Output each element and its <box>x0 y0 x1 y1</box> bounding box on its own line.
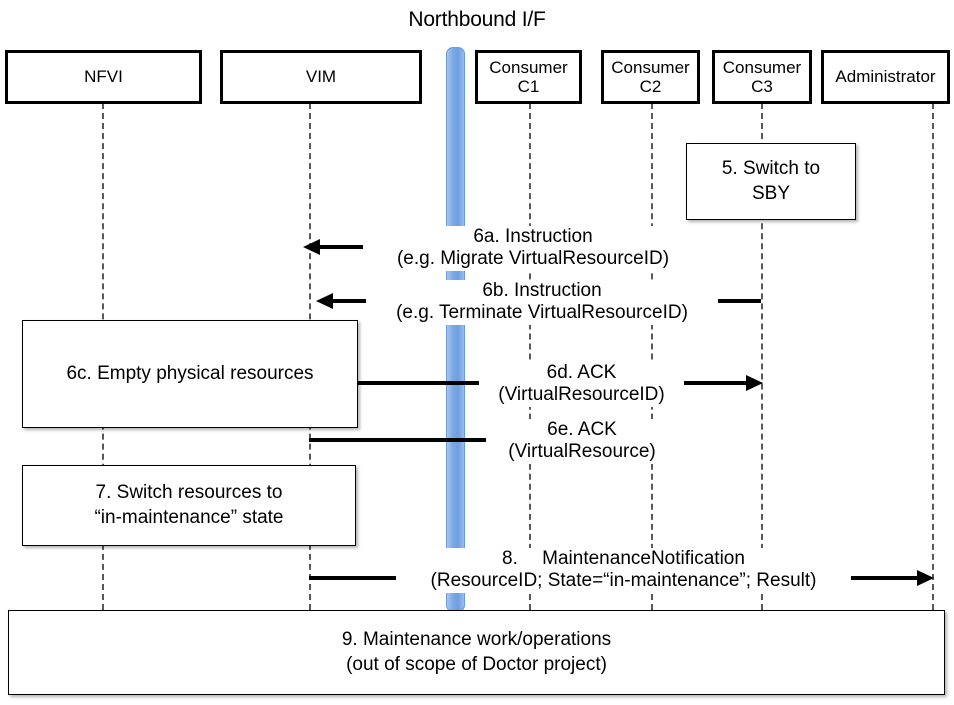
message-label-6b: 6b. Instruction (e.g. Terminate VirtualR… <box>366 280 718 325</box>
message-label-6e: 6e. ACK (VirtualResource) <box>486 419 678 464</box>
actor-label-consumer-c1-line1: Consumer <box>489 57 568 77</box>
actor-box-vim[interactable]: VIM <box>220 50 422 104</box>
lifeline-c1 <box>529 103 531 610</box>
message-label-6a-line1: 6a. Instruction <box>363 226 703 249</box>
note-box-switch-to-sby[interactable]: 5. Switch to SBY <box>686 143 856 220</box>
message-label-6e-line2: (VirtualResource) <box>486 441 678 464</box>
actor-label-consumer-c3-line1: Consumer <box>722 57 802 77</box>
message-label-6a-line2: (e.g. Migrate VirtualResourceID) <box>363 248 703 271</box>
message-arrowhead-8 <box>917 570 934 586</box>
note-empty-physical-resources-text: 6c. Empty physical resources <box>66 362 314 384</box>
actor-box-consumer-c2[interactable]: Consumer C2 <box>601 50 700 104</box>
message-label-6d-line1: 6d. ACK <box>479 362 684 385</box>
note-switch-to-sby-line1: 5. Switch to <box>721 157 821 179</box>
message-label-8-line1: 8. MaintenanceNotification <box>396 548 851 571</box>
lifeline-c2 <box>651 103 653 610</box>
actor-box-consumer-c1[interactable]: Consumer C1 <box>475 50 582 104</box>
note-box-maintenance-work[interactable]: 9. Maintenance work/operations (out of s… <box>8 610 945 695</box>
note-switch-resources-line2: “in-maintenance” state <box>94 506 284 528</box>
actor-label-consumer-c2-line1: Consumer <box>611 57 690 77</box>
note-maintenance-work-line2: (out of scope of Doctor project) <box>346 653 607 675</box>
note-maintenance-work-line1: 9. Maintenance work/operations <box>341 628 612 650</box>
note-switch-to-sby-line2: SBY <box>751 182 791 204</box>
message-label-6a: 6a. Instruction (e.g. Migrate VirtualRes… <box>363 226 703 271</box>
message-label-8: 8. MaintenanceNotification (ResourceID; … <box>396 548 851 593</box>
lifeline-c3 <box>761 103 763 610</box>
actor-label-administrator: Administrator <box>835 67 936 87</box>
message-arrowhead-6b <box>316 293 333 309</box>
northbound-interface-bar <box>446 47 465 612</box>
message-label-6e-line1: 6e. ACK <box>486 419 678 442</box>
actor-label-consumer-c2-line2: C2 <box>639 77 662 96</box>
note-box-empty-physical-resources[interactable]: 6c. Empty physical resources <box>22 320 358 428</box>
message-label-8-line2: (ResourceID; State=“in-maintenance”; Res… <box>396 570 851 593</box>
actor-label-consumer-c1-line2: C1 <box>517 77 540 96</box>
page-title: Northbound I/F <box>408 8 546 31</box>
message-label-6b-line2: (e.g. Terminate VirtualResourceID) <box>366 302 718 325</box>
message-arrowhead-6d <box>746 375 763 391</box>
actor-box-nfvi[interactable]: NFVI <box>5 50 202 104</box>
message-label-6b-line1: 6b. Instruction <box>366 280 718 303</box>
actor-label-vim: VIM <box>305 67 337 87</box>
message-arrowhead-6a <box>303 239 320 255</box>
lifeline-admin <box>932 103 934 610</box>
actor-label-consumer-c3-line2: C3 <box>751 77 773 96</box>
note-box-switch-resources-maintenance[interactable]: 7. Switch resources to “in-maintenance” … <box>22 465 356 546</box>
message-label-6d: 6d. ACK (VirtualResourceID) <box>479 362 684 407</box>
message-label-6d-line2: (VirtualResourceID) <box>479 384 684 407</box>
actor-box-administrator[interactable]: Administrator <box>821 50 950 104</box>
message-line-6e <box>309 438 636 442</box>
note-switch-resources-line1: 7. Switch resources to <box>95 481 283 503</box>
actor-box-consumer-c3[interactable]: Consumer C3 <box>712 50 812 104</box>
actor-label-nfvi: NFVI <box>84 67 123 87</box>
